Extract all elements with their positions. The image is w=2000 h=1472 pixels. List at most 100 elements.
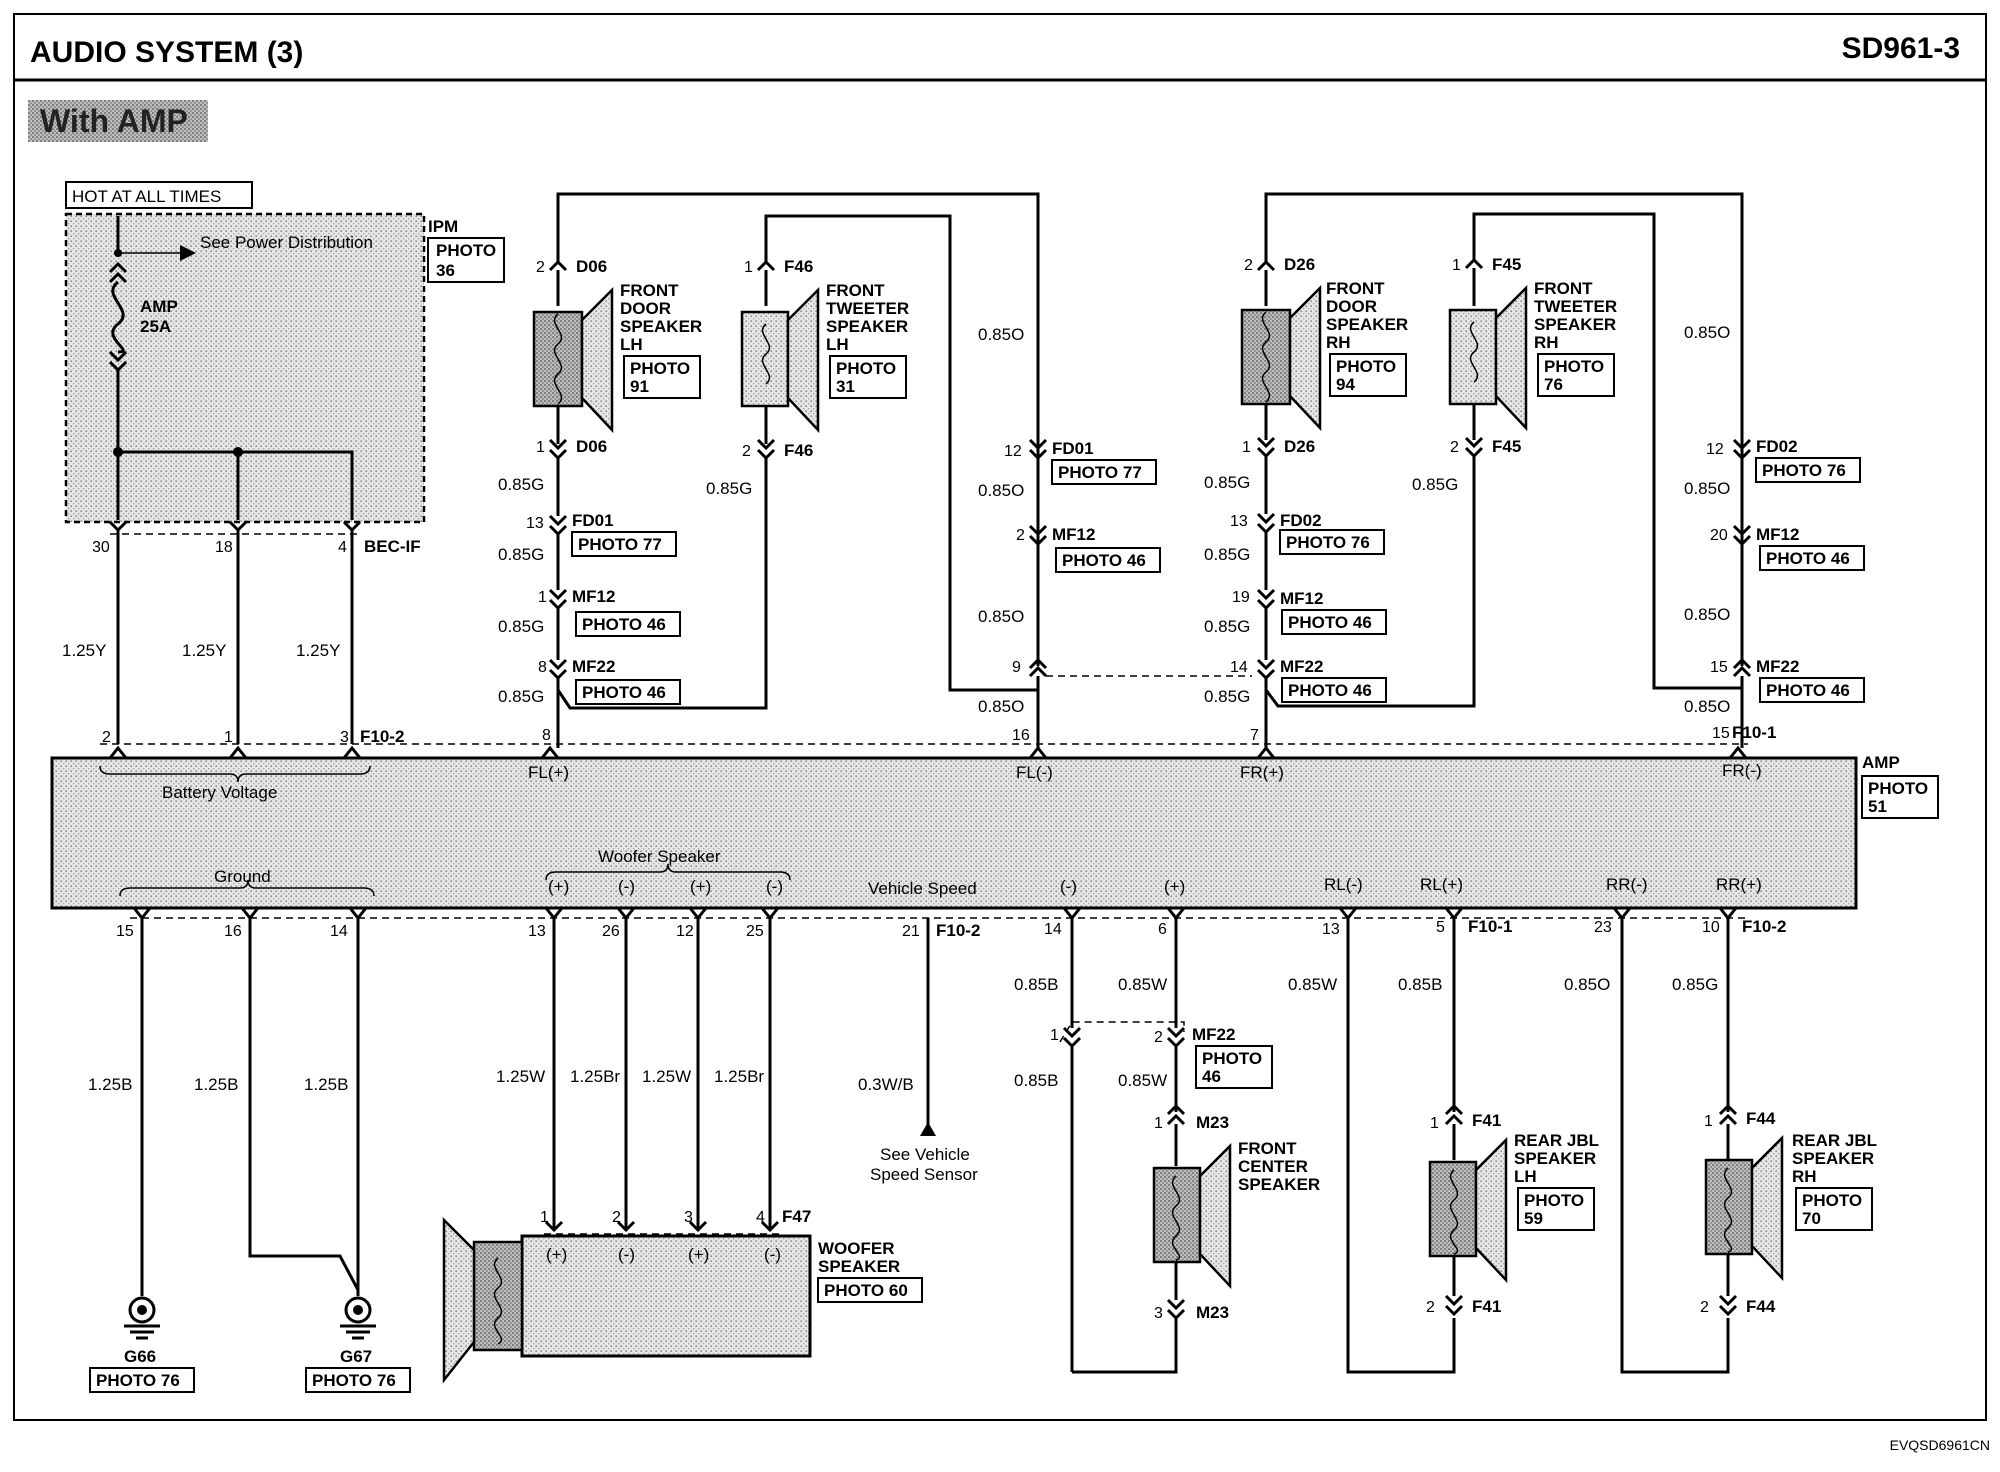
page-frame [13, 13, 1987, 1421]
speaker-label: SPEAKER [1534, 315, 1616, 334]
photo-ref: PHOTO [1202, 1049, 1262, 1068]
ground-g67: G67 [340, 1347, 372, 1366]
amp-top-pins: 2 1 3 8 16 7 15 [102, 725, 1730, 746]
amp-term: (+) [690, 877, 711, 896]
wire-label: 0.85G [706, 479, 752, 498]
amp-pin: 3 [340, 729, 349, 746]
conn-f10-2-top: F10-2 [360, 727, 404, 746]
front-right-circuit: 2 D26 FRONT DOOR SPEAKER RH PHOTO 94 1 D… [1204, 192, 1865, 748]
pin: 1 [1154, 1115, 1163, 1132]
ipm-pins: 30 18 4 [92, 539, 347, 556]
amp-photo-1: PHOTO [1868, 779, 1928, 798]
speaker-label: FRONT [1238, 1139, 1297, 1158]
wire-label: 0.85B [1398, 975, 1442, 994]
hot-at-all-times-box [65, 181, 253, 209]
amp-photo-2: 51 [1868, 797, 1887, 816]
amp-rear-terms: RL(-) RL(+) RR(-) RR(+) [1324, 875, 1762, 894]
speaker-label: SPEAKER [1238, 1175, 1320, 1194]
amp-woofer-terms: (+) (-) (+) (-) [548, 877, 783, 896]
speaker-label: TWEETER [826, 299, 909, 318]
speaker-label: FRONT [1534, 279, 1593, 298]
photo-ref: PHOTO [1336, 357, 1396, 376]
speaker-label: SPEAKER [1326, 315, 1408, 334]
speaker-label: DOOR [620, 299, 671, 318]
photo-ref: PHOTO 76 [1762, 461, 1846, 480]
front-center-circuit: 0.85B 0.85W 1 2 MF22 PHOTO 46 0.85B 0.85… [1014, 918, 1320, 1374]
front-tweeter-speaker-lh [740, 310, 790, 408]
amp-pin: 6 [1158, 921, 1167, 938]
amp-output: FR(-) [1722, 761, 1762, 780]
pin: 2 [612, 1209, 621, 1226]
photo-ref: PHOTO 46 [1766, 681, 1850, 700]
amp-pin: 16 [224, 923, 242, 940]
amp-term: (+) [548, 877, 569, 896]
wire-label: 0.85G [498, 545, 544, 564]
woofer-term: (-) [618, 1245, 635, 1264]
wire-label: 1.25B [194, 1075, 238, 1094]
photo-ref: PHOTO [630, 359, 690, 378]
pin: 9 [1012, 659, 1021, 676]
speaker-label: REAR JBL [1514, 1131, 1599, 1150]
amp-pin: 13 [1322, 921, 1340, 938]
connector-id: MF12 [1280, 589, 1323, 608]
connector-id: F46 [784, 441, 813, 460]
connector-id: FD01 [572, 511, 614, 530]
amp-output: FR(+) [1240, 763, 1284, 782]
amp-pin: 12 [676, 923, 694, 940]
wire-label: 0.85O [1684, 697, 1730, 716]
photo-ref: PHOTO 46 [1766, 549, 1850, 568]
pin: 1 [538, 589, 547, 606]
speaker-label: RH [1534, 333, 1559, 352]
wire-label: 1.25Y [62, 641, 106, 660]
amp-term: (-) [766, 877, 783, 896]
amp-term: (-) [618, 877, 635, 896]
wire-label: 0.85W [1288, 975, 1337, 994]
pin: 12 [1706, 441, 1724, 458]
footer-code: EVQSD6961CN [1890, 1437, 1990, 1453]
photo-ref: 59 [1524, 1209, 1543, 1228]
wire-label: 0.85O [978, 481, 1024, 500]
ipm-box [64, 212, 426, 524]
pin: 2 [1426, 1299, 1435, 1316]
photo-ref: PHOTO 76 [1286, 533, 1370, 552]
photo-ref: PHOTO 76 [96, 1371, 180, 1390]
speaker-label: SPEAKER [620, 317, 702, 336]
wire-label: 0.85G [498, 475, 544, 494]
wire-label: 0.85W [1118, 1071, 1167, 1090]
connector-id: M23 [1196, 1303, 1229, 1322]
amp-pin: 13 [528, 923, 546, 940]
speaker-label: LH [620, 335, 643, 354]
wire-label: 1.25B [304, 1075, 348, 1094]
connector-id: FD02 [1280, 511, 1322, 530]
connector-id: MF22 [1280, 657, 1323, 676]
connector-id: MF22 [1192, 1025, 1235, 1044]
wire-label: 0.3W/B [858, 1075, 914, 1094]
rear-left-circuit: 0.85W 0.85B 1 F41 REAR JBL SPEAKER LH PH… [1288, 918, 1599, 1374]
connector-id: F44 [1746, 1297, 1776, 1316]
amp-term: RR(+) [1716, 875, 1762, 894]
front-tweeter-speaker-rh [1448, 308, 1498, 406]
vehicle-speed-label: Vehicle Speed [868, 879, 977, 898]
amp-output: FL(+) [528, 763, 569, 782]
speaker-label: LH [1514, 1167, 1537, 1186]
woofer-term: (+) [688, 1245, 709, 1264]
photo-ref: 46 [1202, 1067, 1221, 1086]
pin: 2 [1450, 439, 1459, 456]
wire-label: 0.85O [1684, 323, 1730, 342]
pin: 1 [744, 259, 753, 276]
pin: 1 [1242, 439, 1251, 456]
wire-label: 0.85B [1014, 975, 1058, 994]
ipm-pin: 4 [338, 539, 347, 556]
pin: 2 [536, 259, 545, 276]
conn-f10-1-bottom: F10-1 [1468, 917, 1512, 936]
connector-id: MF12 [572, 587, 615, 606]
page-title: AUDIO SYSTEM (3) [30, 36, 303, 69]
page-code: SD961-3 [1842, 32, 1960, 65]
photo-ref: PHOTO 46 [1062, 551, 1146, 570]
vehicle-speed-circuit: 0.3W/B See Vehicle Speed Sensor [858, 918, 978, 1184]
connector-id: D06 [576, 257, 607, 276]
woofer-speaker [520, 1234, 812, 1358]
photo-ref: 70 [1802, 1209, 1821, 1228]
connector-id: F47 [782, 1207, 811, 1226]
conn-f10-2-bottom-right: F10-2 [1742, 917, 1786, 936]
